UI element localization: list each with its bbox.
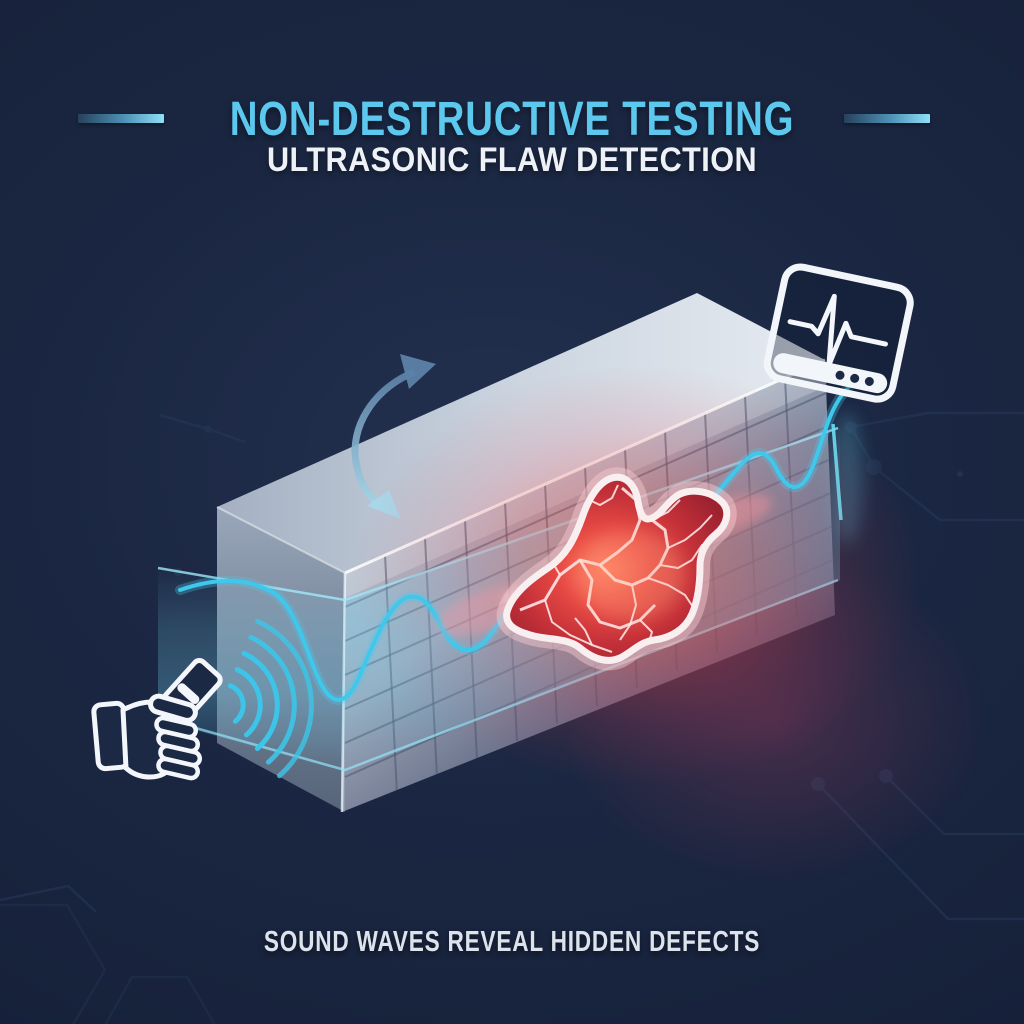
sound-wave-arcs-icon	[227, 618, 314, 779]
probe-hand-icon	[91, 658, 223, 781]
oscilloscope-icon	[763, 263, 914, 403]
fingers	[154, 715, 203, 781]
defect-blob	[496, 467, 737, 671]
oscilloscope-buttons	[835, 370, 874, 386]
echo-pulse-trace	[787, 293, 888, 368]
thumb	[148, 693, 198, 723]
oscilloscope-bezel	[773, 353, 888, 394]
